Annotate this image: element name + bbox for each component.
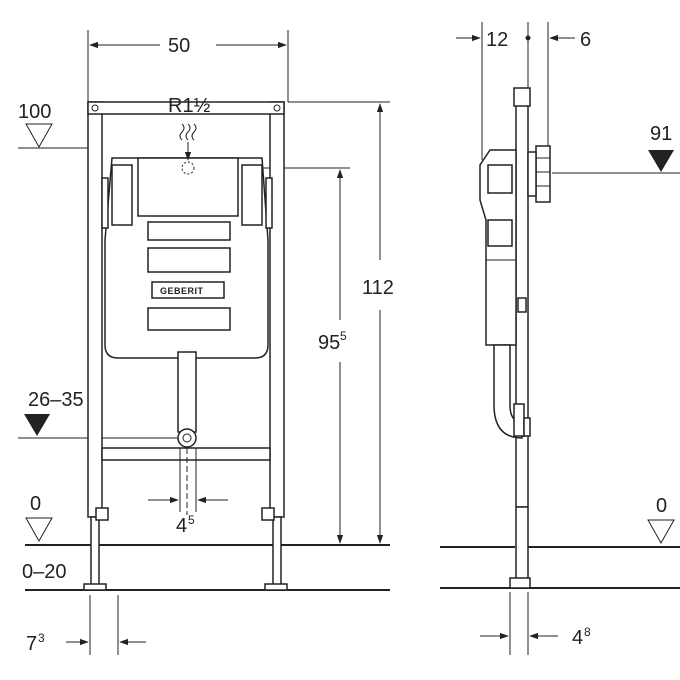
connection-label: R1½ bbox=[168, 95, 211, 117]
side-upright-top-cap bbox=[513, 87, 531, 107]
drain-pipe bbox=[177, 351, 197, 433]
side-foot bbox=[509, 577, 531, 589]
front-view: GEBERIT 50 R1½ 100 112 95 5 26–35 bbox=[18, 30, 394, 655]
drain-level-label: 26–35 bbox=[28, 389, 84, 411]
top-level-label: 100 bbox=[18, 101, 51, 123]
top-level-triangle bbox=[25, 123, 53, 149]
side-top-level-label: 91 bbox=[650, 123, 672, 145]
cistern-panel-2 bbox=[147, 247, 231, 273]
side-cistern-body bbox=[479, 149, 517, 346]
cistern-panel-3 bbox=[147, 307, 231, 331]
frame-top-bar bbox=[87, 101, 285, 115]
height-valve-sup: 5 bbox=[340, 329, 347, 343]
water-inlet-icon bbox=[179, 123, 197, 141]
side-cistern-mid bbox=[487, 219, 513, 247]
side-clip-right bbox=[265, 177, 273, 229]
cistern-side-bracket-left bbox=[111, 164, 133, 226]
frame-bolt-right bbox=[273, 104, 281, 112]
side-cistern-upper bbox=[487, 164, 513, 194]
cistern-upper-panel bbox=[137, 157, 239, 217]
drain-offset-sup: 5 bbox=[188, 513, 195, 527]
depth-back-label: 6 bbox=[580, 29, 591, 51]
width-label: 50 bbox=[168, 35, 190, 57]
brand-logo-box bbox=[151, 281, 225, 299]
cistern-panel-1 bbox=[147, 221, 231, 241]
side-floor-level-label: 0 bbox=[656, 495, 667, 517]
side-top-level-triangle bbox=[648, 150, 674, 172]
leg-clamp-right bbox=[261, 507, 275, 521]
frame-right-upright bbox=[269, 101, 285, 518]
side-floor-level-triangle bbox=[647, 519, 675, 545]
side-foot-offset-sup: 8 bbox=[584, 625, 591, 639]
drain-level-triangle bbox=[24, 414, 50, 436]
side-clip-left bbox=[101, 177, 109, 229]
height-total-label: 112 bbox=[362, 277, 394, 299]
foot-offset-label: 7 bbox=[26, 633, 37, 655]
foot-right bbox=[264, 583, 288, 591]
side-upright-clip bbox=[517, 297, 527, 313]
foot-left bbox=[83, 583, 107, 591]
leg-clamp-left bbox=[95, 507, 109, 521]
leg-right bbox=[272, 516, 282, 586]
cistern-side-bracket-right bbox=[241, 164, 263, 226]
side-drain-bracket bbox=[523, 417, 531, 437]
side-leg bbox=[515, 506, 529, 583]
adjust-range-label: 0–20 bbox=[22, 561, 67, 583]
depth-center-dot bbox=[525, 35, 531, 41]
frame-bolt-left bbox=[91, 104, 99, 112]
side-drain-clamp bbox=[513, 403, 525, 437]
frame-left-upright bbox=[87, 101, 103, 518]
drain-offset-label: 4 bbox=[176, 515, 187, 537]
height-valve-label: 95 bbox=[318, 332, 340, 354]
foot-offset-sup: 3 bbox=[38, 631, 45, 645]
drain-outlet bbox=[177, 428, 197, 448]
depth-front-label: 12 bbox=[486, 29, 508, 51]
water-connection-point bbox=[181, 161, 195, 175]
floor-level-label: 0 bbox=[30, 493, 41, 515]
floor-level-triangle bbox=[25, 517, 53, 543]
side-view: 12 6 91 0 4 bbox=[440, 22, 680, 655]
side-foot-offset-label: 4 bbox=[572, 627, 583, 649]
leg-left bbox=[90, 516, 100, 586]
frame-lower-bar bbox=[101, 447, 271, 461]
brand-logo: GEBERIT bbox=[160, 286, 204, 296]
side-back-plate bbox=[535, 145, 551, 203]
drain-outlet-inner bbox=[182, 433, 192, 443]
side-back-plate-holder bbox=[527, 151, 537, 197]
